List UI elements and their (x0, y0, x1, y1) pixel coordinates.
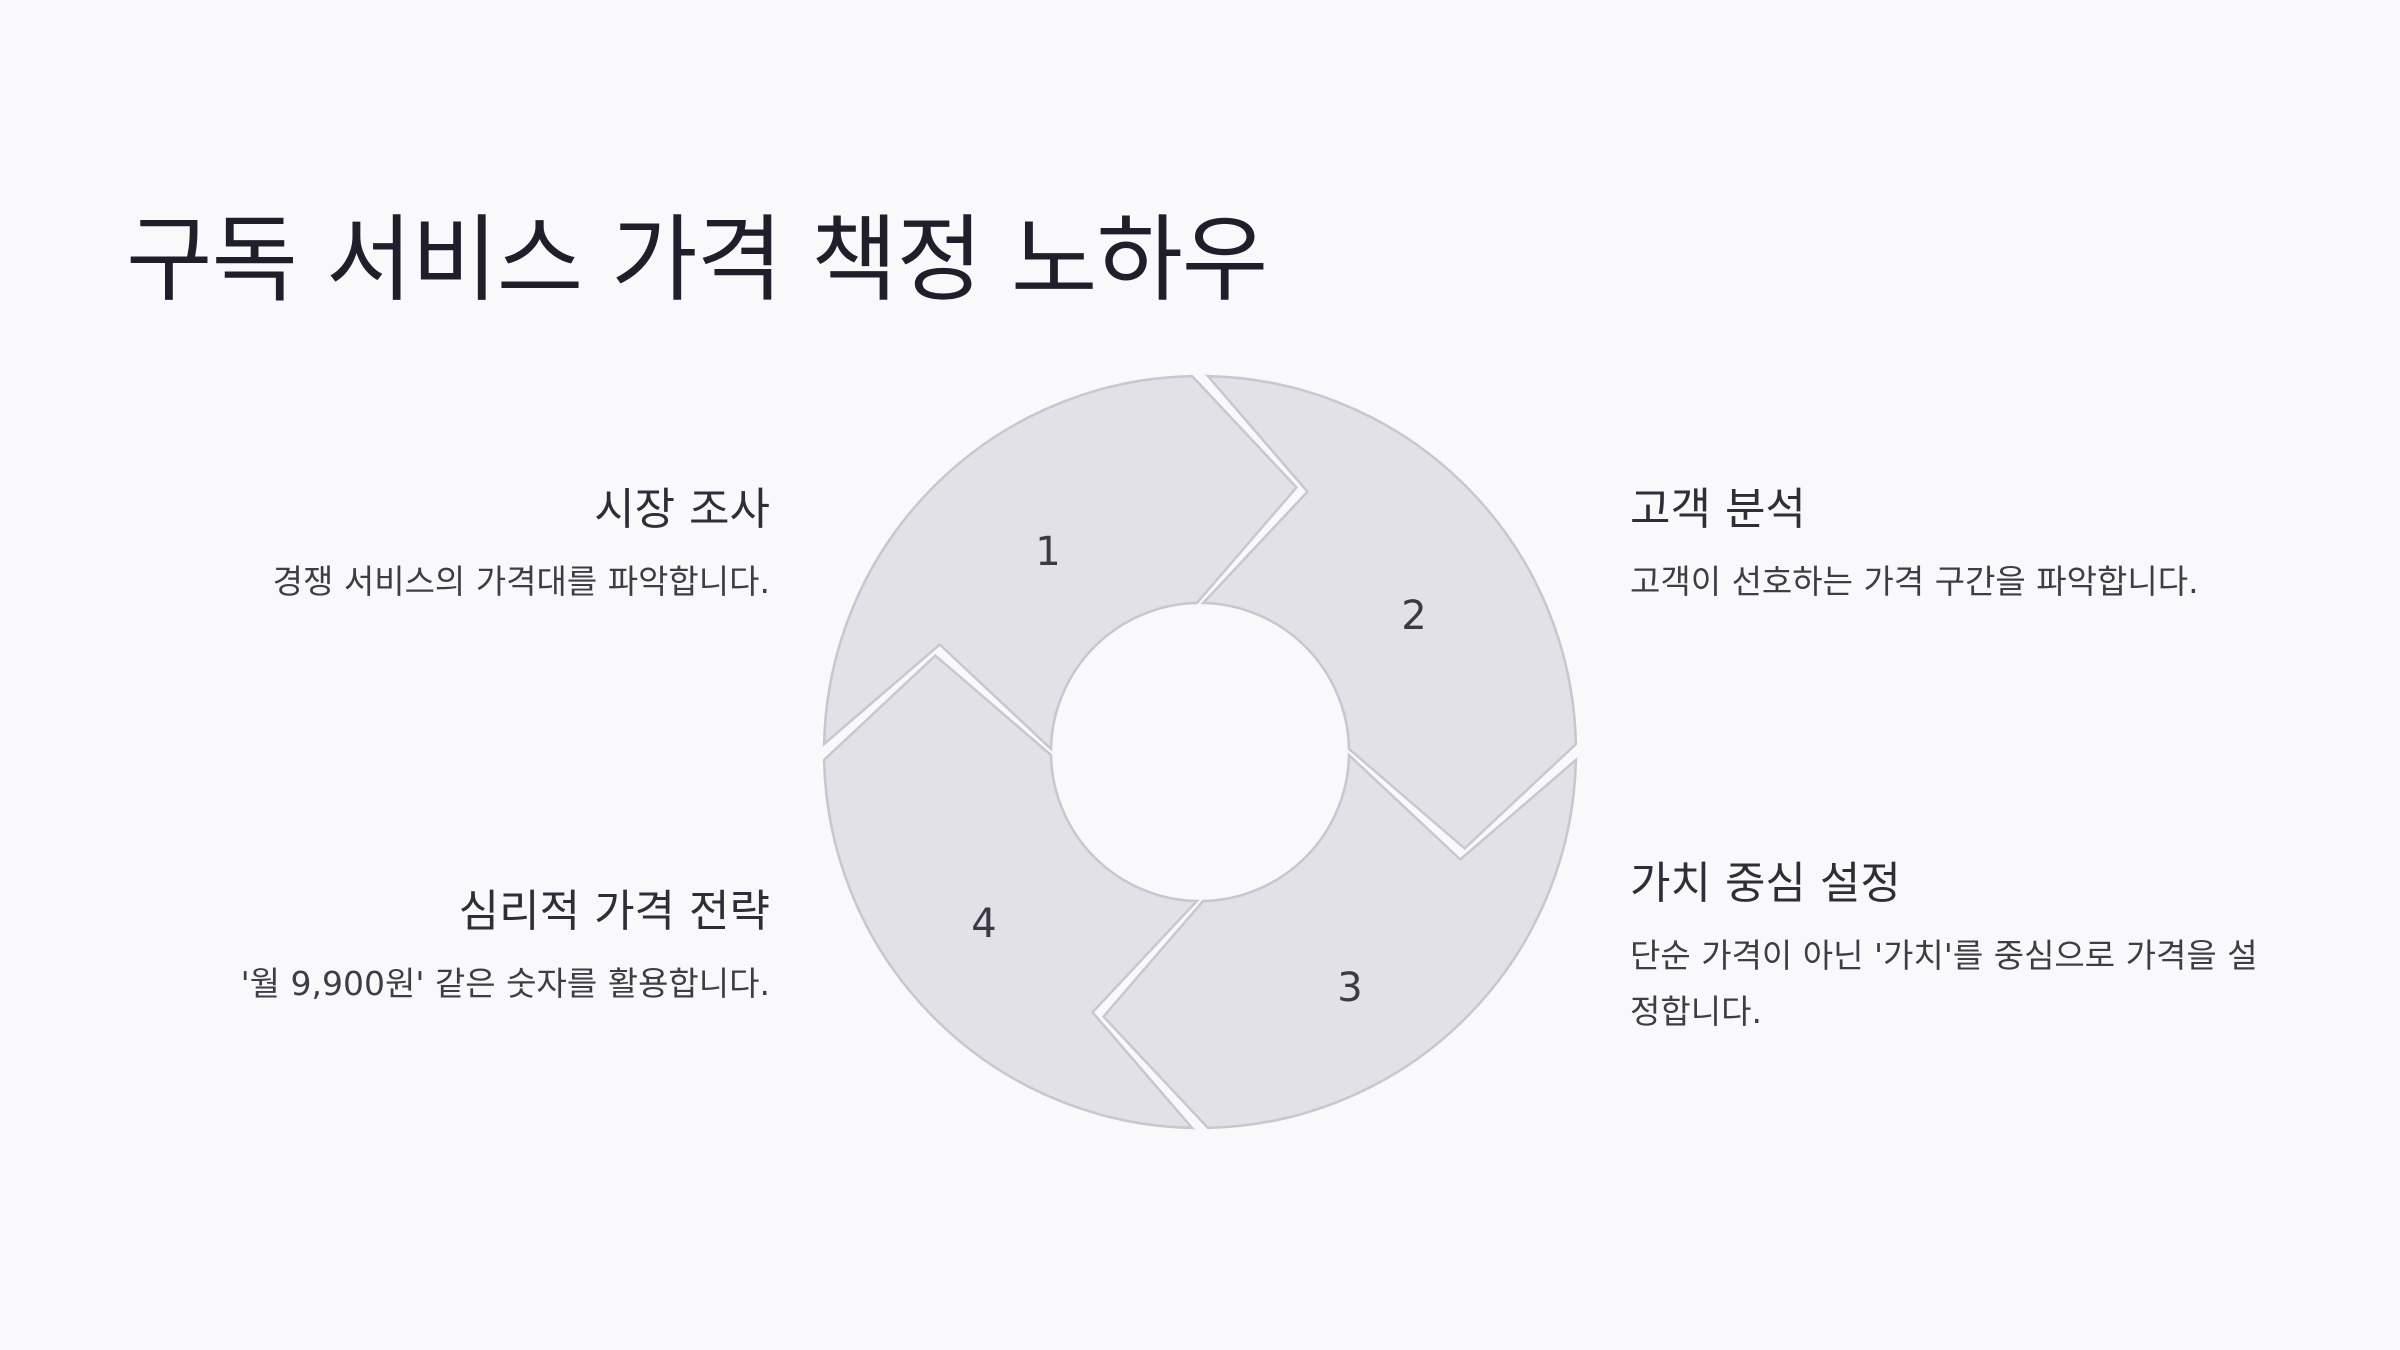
step-description: 경쟁 서비스의 가격대를 파악합니다. (272, 562, 770, 601)
step-psychological-pricing: 심리적 가격 전략 '월 9,900원' 같은 숫자를 활용합니다. (130, 882, 770, 1012)
cycle-segment-3 (1101, 752, 1578, 1130)
page-title: 구독 서비스 가격 책정 노하우 (126, 206, 1268, 315)
step-description: 단순 가격이 아닌 '가치'를 중심으로 가격을 설정합니다. (1630, 936, 2258, 1031)
segment-number-3: 3 (1337, 965, 1362, 1011)
cycle-segment-4 (822, 653, 1200, 1130)
segment-number-4: 4 (971, 901, 996, 947)
cycle-segment-1 (822, 374, 1299, 752)
step-title: 시장 조사 (594, 484, 770, 535)
segment-number-2: 2 (1401, 593, 1426, 639)
step-description: 고객이 선호하는 가격 구간을 파악합니다. (1630, 562, 2199, 601)
segment-number-1: 1 (1035, 529, 1060, 575)
step-market-research: 시장 조사 경쟁 서비스의 가격대를 파악합니다. (130, 480, 770, 610)
step-customer-analysis: 고객 분석 고객이 선호하는 가격 구간을 파악합니다. (1630, 480, 2270, 610)
cycle-segment-2 (1200, 374, 1578, 851)
step-title: 고객 분석 (1630, 484, 1806, 535)
step-title: 가치 중심 설정 (1630, 858, 1901, 909)
step-description: '월 9,900원' 같은 숫자를 활용합니다. (240, 964, 770, 1003)
step-value-based-setting: 가치 중심 설정 단순 가격이 아닌 '가치'를 중심으로 가격을 설정합니다. (1630, 854, 2270, 1040)
step-title: 심리적 가격 전략 (458, 886, 770, 937)
